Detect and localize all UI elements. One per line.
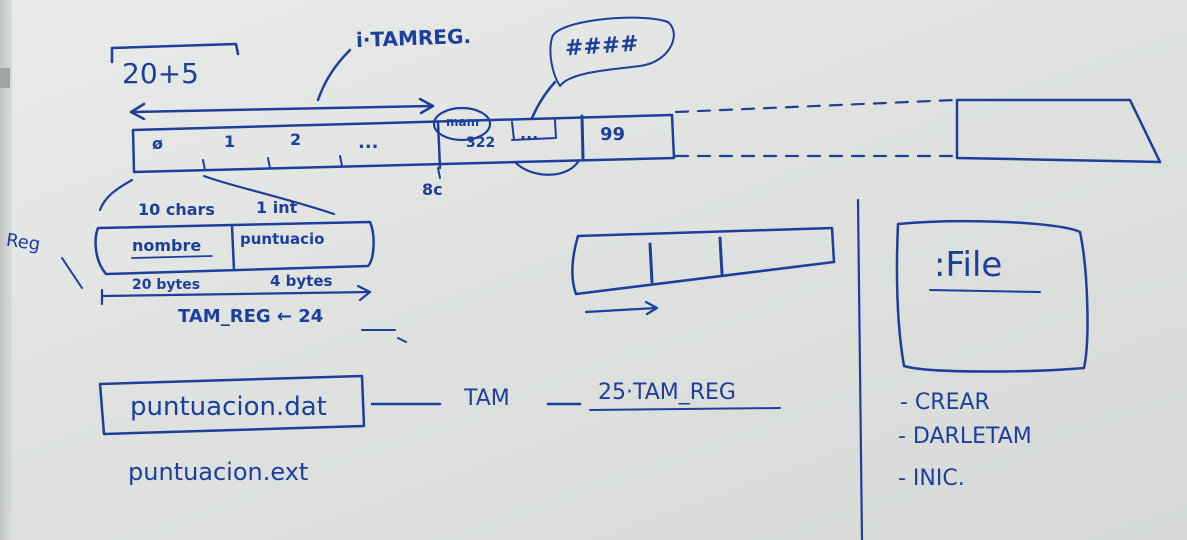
hash-bubble-tail	[530, 80, 557, 120]
field-puntuacion: puntuacio	[240, 230, 325, 248]
size-bracket	[110, 42, 240, 64]
nombre-underline	[131, 255, 213, 259]
dots-mid: ...	[520, 124, 539, 143]
hash-bubble	[549, 16, 675, 87]
tam-reg-pointer	[316, 48, 352, 102]
far-array-box	[955, 98, 1162, 164]
op-darletam: - DARLETAM	[898, 424, 1032, 449]
array-divider-2	[580, 114, 585, 160]
small-array-arrow-head	[644, 300, 659, 316]
small-array-divider-1	[648, 242, 654, 284]
bytes-20: 20 bytes	[132, 277, 201, 293]
circled-cut	[432, 106, 492, 142]
array-span-arrow-right-head	[418, 97, 435, 115]
tam-formula-underline	[589, 407, 781, 411]
under-arc	[513, 160, 580, 176]
type-chars: 10 chars	[138, 200, 215, 219]
op-inic: - INIC.	[898, 466, 965, 491]
field-nombre: nombre	[132, 236, 202, 255]
dashed-continuation-top	[674, 98, 957, 114]
tam-formula: 25·TAM_REG	[598, 380, 736, 405]
section-divider	[856, 198, 864, 540]
bytes-4: 4 bytes	[270, 272, 333, 290]
small-array-divider-2	[718, 236, 724, 276]
hash-marks: ####	[564, 31, 640, 62]
file-box	[895, 219, 1089, 373]
record-field-divider	[230, 224, 236, 272]
edge-bracket	[0, 68, 10, 88]
array-span-arrow-left-head	[129, 102, 146, 121]
reg-pointer	[61, 257, 83, 289]
filename-dat: puntuacion.dat	[130, 392, 327, 422]
tam-reg-assignment: TAM_REG ← 24	[178, 306, 324, 327]
offset-label: 8c	[422, 180, 443, 199]
array-span-arrow	[130, 104, 434, 114]
tam-text: TAM	[464, 386, 510, 411]
type-int: 1 int	[256, 198, 298, 217]
small-array-arrow	[584, 306, 658, 314]
filename-ext: puntuacion.ext	[128, 458, 309, 486]
tam-reg-note: i·TAMREG.	[355, 24, 472, 52]
record-box	[94, 220, 375, 276]
array-ellipsis: ...	[358, 132, 379, 153]
cell-brace-2	[202, 174, 336, 216]
dat-file-box	[98, 374, 366, 436]
bytes-span-right-head	[356, 284, 372, 302]
reg-side-label: Reg	[4, 229, 42, 256]
array-index-2: 2	[290, 130, 302, 149]
array-divider	[436, 120, 442, 170]
array-box	[131, 113, 676, 174]
array-tick	[202, 155, 343, 171]
whiteboard-edge	[0, 0, 12, 540]
last-index: 99	[600, 124, 626, 145]
bytes-span-line	[100, 290, 372, 298]
array-index-1: 1	[224, 132, 236, 151]
file-title: :File	[934, 245, 1003, 285]
array-index-0: ø	[152, 134, 163, 153]
selection-bracket	[511, 119, 557, 141]
small-array-box	[571, 226, 836, 296]
size-expression: 20+5	[122, 57, 199, 90]
number-322: 322	[466, 135, 496, 151]
op-crear: - CREAR	[900, 390, 990, 415]
circled-cut-word: mam	[446, 115, 480, 129]
file-title-underline	[929, 289, 1041, 293]
cell-brace	[98, 178, 134, 212]
offset-tick	[437, 167, 441, 179]
tam-reg-tick	[397, 337, 407, 343]
